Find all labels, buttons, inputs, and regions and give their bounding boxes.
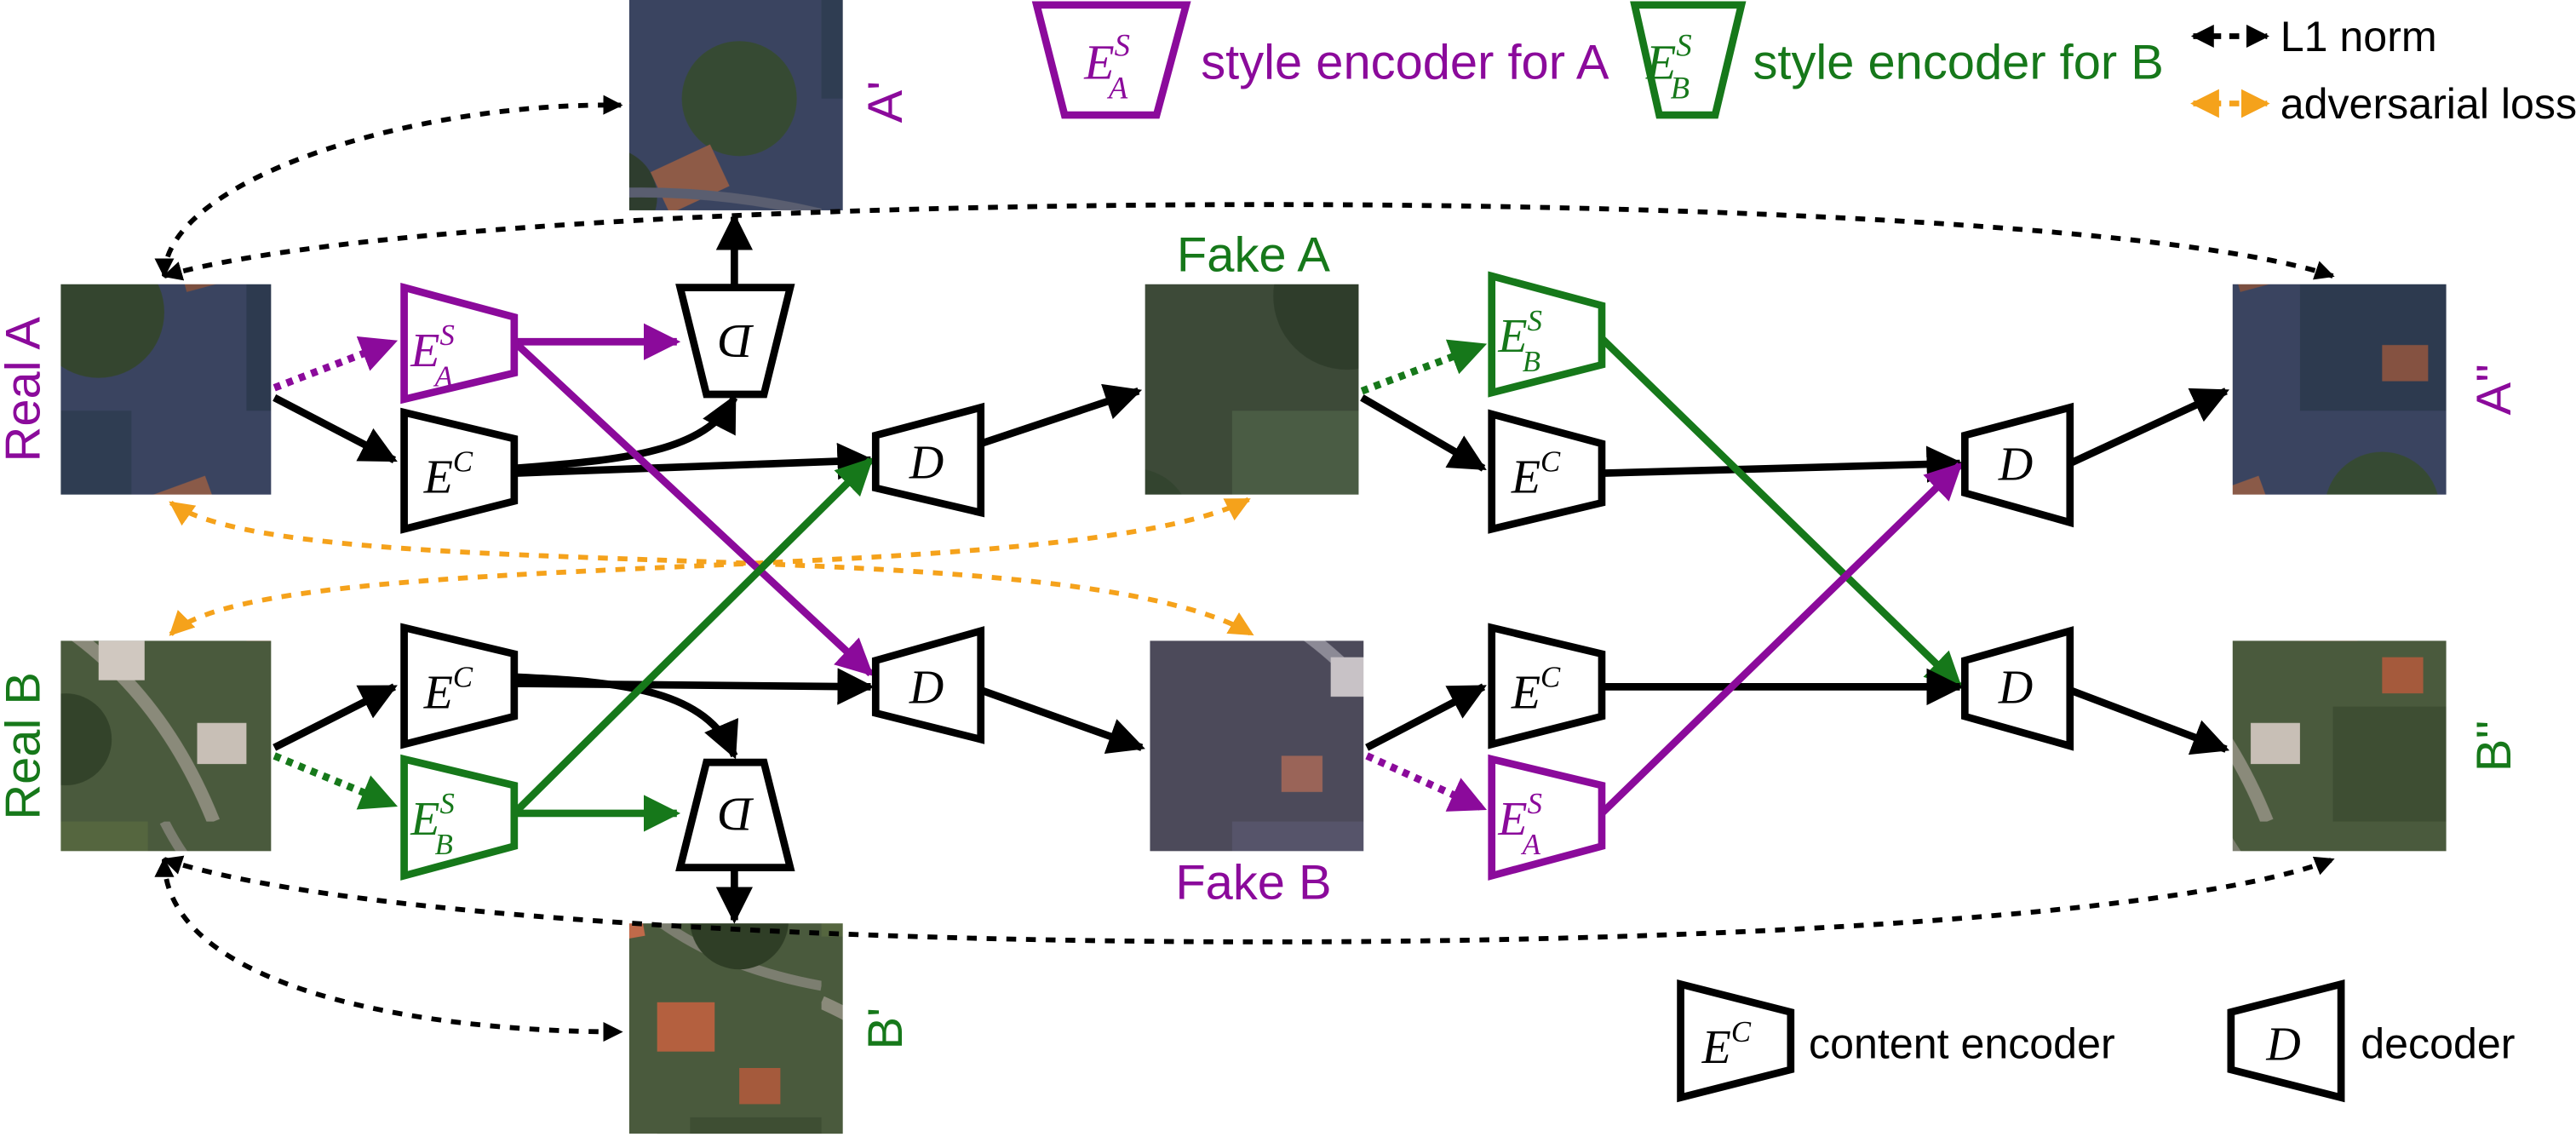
content-encoder-fake-a-block: EC [1488, 409, 1606, 534]
flow-ec-b-to-d-fakeb [513, 668, 875, 705]
flow-fake-a-to-esb [1360, 339, 1488, 395]
flow-d-to-a-double [2068, 388, 2230, 467]
label-fake-a: Fake A [1177, 227, 1331, 282]
content-encoder-fake-b-block: EC [1488, 623, 1606, 749]
legend-decoder-icon [2227, 979, 2345, 1103]
svg-text:ESA: ESA [410, 319, 455, 393]
flow-d-to-fake-a [979, 383, 1143, 447]
label-fake-b: Fake B [1175, 855, 1331, 910]
label-b-double-prime: B'' [2467, 721, 2521, 772]
flow-real-a-to-ec [273, 394, 398, 464]
flow-d-to-fake-b [979, 686, 1145, 755]
adv-arc-real-b-to-fake-a [169, 497, 1251, 636]
content-encoder-a-block: EC [400, 407, 519, 534]
legend-adv-label: adversarial loss [2281, 80, 2576, 128]
flow-esa-to-d-fakeb [511, 339, 874, 677]
flow-real-b-to-ec [273, 683, 398, 751]
svg-text:ESA: ESA [1083, 28, 1130, 106]
decoder-fake-a-block: D [871, 402, 985, 518]
svg-text:ESA: ESA [1497, 787, 1542, 861]
legend-l1: L1 norm [2190, 13, 2437, 60]
svg-text:EC: EC [1511, 660, 1561, 719]
flow-ec-a-to-d-aprime [513, 394, 738, 473]
flow-esb2-to-d-b2 [1598, 336, 1963, 690]
decoder-b-double-block: D [1960, 626, 2074, 751]
label-a-prime: A' [858, 81, 913, 123]
image-fake-a [1145, 284, 1359, 495]
svg-text:EC: EC [423, 445, 473, 504]
image-fake-b [1150, 640, 1364, 852]
decoder-a-prime-block: D [675, 284, 795, 399]
svg-text:EC: EC [423, 660, 473, 719]
flow-fake-b-to-ec [1365, 683, 1487, 751]
svg-text:D: D [1998, 662, 2033, 715]
flow-real-b-to-esb [273, 752, 399, 810]
images [60, 0, 2447, 1134]
legend-decoder: D decoder [2227, 979, 2515, 1103]
content-encoder-b-block: EC [400, 623, 519, 749]
label-b-prime: B' [858, 1008, 913, 1050]
svg-text:EC: EC [1701, 1015, 1752, 1074]
image-real-a [60, 284, 272, 495]
label-a-double-prime: A'' [2467, 364, 2521, 416]
legend-style-a-icon [1031, 1, 1191, 119]
flow-d-to-b-double [2068, 686, 2230, 755]
svg-text:D: D [719, 788, 754, 841]
svg-text:D: D [909, 662, 944, 715]
decoder-fake-b-block: D [871, 626, 985, 744]
svg-text:ESB: ESB [1645, 28, 1692, 106]
legend-decoder-label: decoder [2361, 1019, 2515, 1067]
image-real-b [60, 640, 272, 852]
svg-text:ESB: ESB [410, 787, 455, 861]
svg-text:D: D [1998, 438, 2033, 491]
svg-text:ESB: ESB [1497, 304, 1542, 378]
decoder-a-double-block: D [1960, 402, 2074, 528]
legend-content-encoder-label: content encoder [1809, 1019, 2115, 1067]
flow-esb-to-d-fakea [511, 457, 874, 817]
image-a-double-prime [2232, 284, 2447, 495]
flow-ec-fa-to-d-a2 [1601, 445, 1964, 483]
decoder-b-prime-block: D [675, 758, 795, 871]
svg-text:EC: EC [1511, 445, 1561, 504]
legend-l1-label: L1 norm [2281, 13, 2437, 60]
svg-text:D: D [719, 314, 754, 367]
image-b-prime [628, 923, 843, 1134]
legend-content-encoder-icon [1677, 979, 1795, 1103]
l1-arc-real-b-to-b-double [162, 855, 2335, 945]
svg-text:D: D [2265, 1018, 2300, 1071]
flow-ec-b-to-d-bprime [513, 673, 739, 760]
svg-text:D: D [909, 436, 944, 489]
flow-real-a-to-esa [273, 336, 399, 392]
legend-style-a-label: style encoder for A [1201, 36, 1609, 90]
label-real-b: Real B [0, 672, 50, 820]
image-a-prime [628, 0, 843, 210]
label-real-a: Real A [0, 317, 50, 462]
legend-style-b-label: style encoder for B [1753, 36, 2163, 90]
l1-arc-real-b-to-b-prime [154, 857, 623, 1042]
image-b-double-prime [2232, 640, 2447, 852]
legend-content-encoder: EC content encoder [1677, 979, 2115, 1103]
legend-style-b-icon [1630, 1, 1747, 119]
flow-fake-a-to-ec [1360, 394, 1487, 472]
legend-adv: adversarial loss [2190, 80, 2576, 128]
flow-fake-b-to-esa [1365, 752, 1488, 813]
flow-ec-a-to-d-fakea [513, 442, 875, 480]
l1-arc-real-a-to-a-double [162, 202, 2335, 281]
l1-arc-real-a-to-a-prime [154, 95, 623, 279]
flow-esa2-to-d-a2 [1598, 462, 1963, 817]
